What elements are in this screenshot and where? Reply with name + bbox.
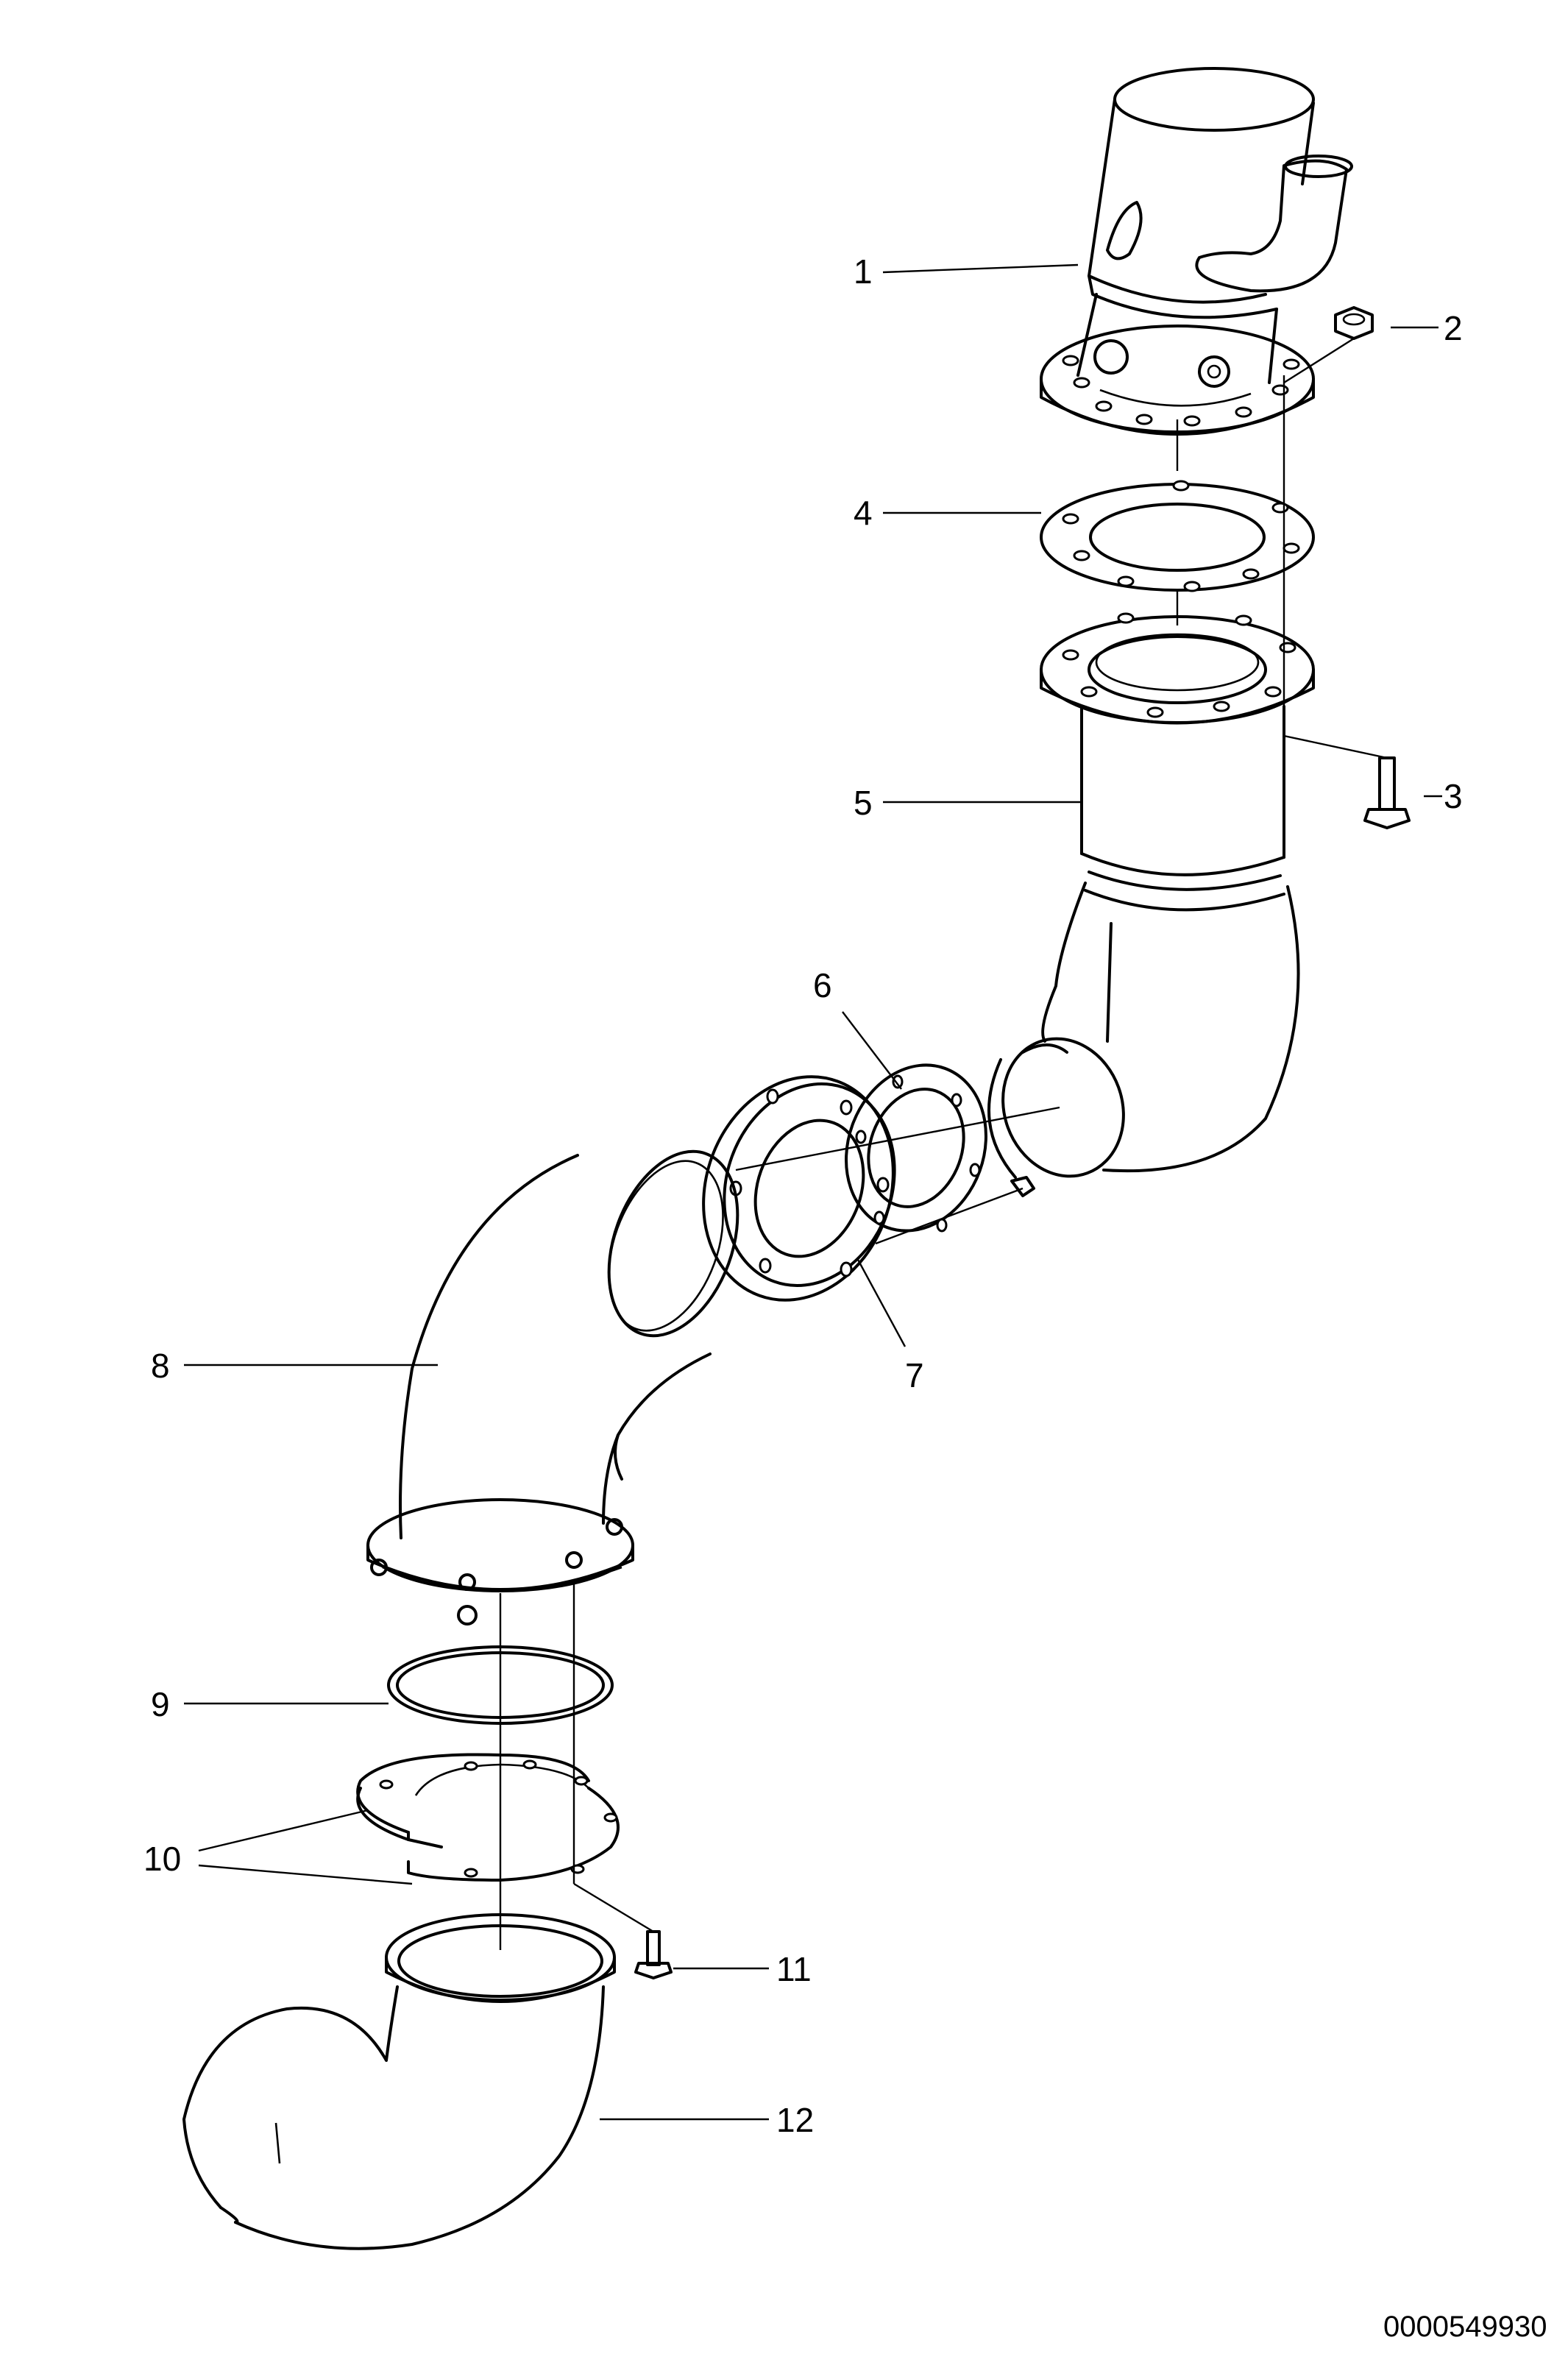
callout-10: 10 — [143, 1840, 181, 1878]
document-number: 0000549930 — [1383, 2311, 1547, 2343]
callout-7: 7 — [905, 1356, 924, 1394]
part-8-large-elbow — [366, 1149, 739, 1626]
callout-11: 11 — [776, 1950, 812, 1988]
part-6-gasket — [845, 1063, 987, 1233]
alignment-lines — [499, 337, 1388, 1950]
callout-6: 6 — [813, 966, 832, 1004]
callout-12: 12 — [776, 2101, 814, 2139]
part-11-bolt — [634, 1930, 673, 1979]
part-10-split-ring — [356, 1753, 620, 1882]
part-3-bolt — [1363, 756, 1411, 829]
callout-5: 5 — [854, 784, 873, 822]
callout-1: 1 — [854, 252, 873, 291]
part-2-hex-nut — [1334, 306, 1374, 340]
part-1-outlet-pipe — [1040, 67, 1353, 436]
part-12-lower-elbow — [182, 1913, 616, 2250]
callout-3: 3 — [1444, 777, 1463, 815]
leader-lines — [184, 263, 1442, 2121]
part-4-gasket — [1040, 480, 1315, 592]
part-5-elbow-pipe — [987, 612, 1315, 1179]
callout-4: 4 — [854, 494, 873, 532]
callout-9: 9 — [151, 1685, 170, 1723]
callout-2: 2 — [1444, 309, 1463, 347]
callout-labels: 1 2 3 4 5 6 7 8 9 10 11 12 — [143, 252, 1463, 2139]
part-7-flange — [702, 1075, 1035, 1302]
callout-8: 8 — [151, 1347, 170, 1385]
